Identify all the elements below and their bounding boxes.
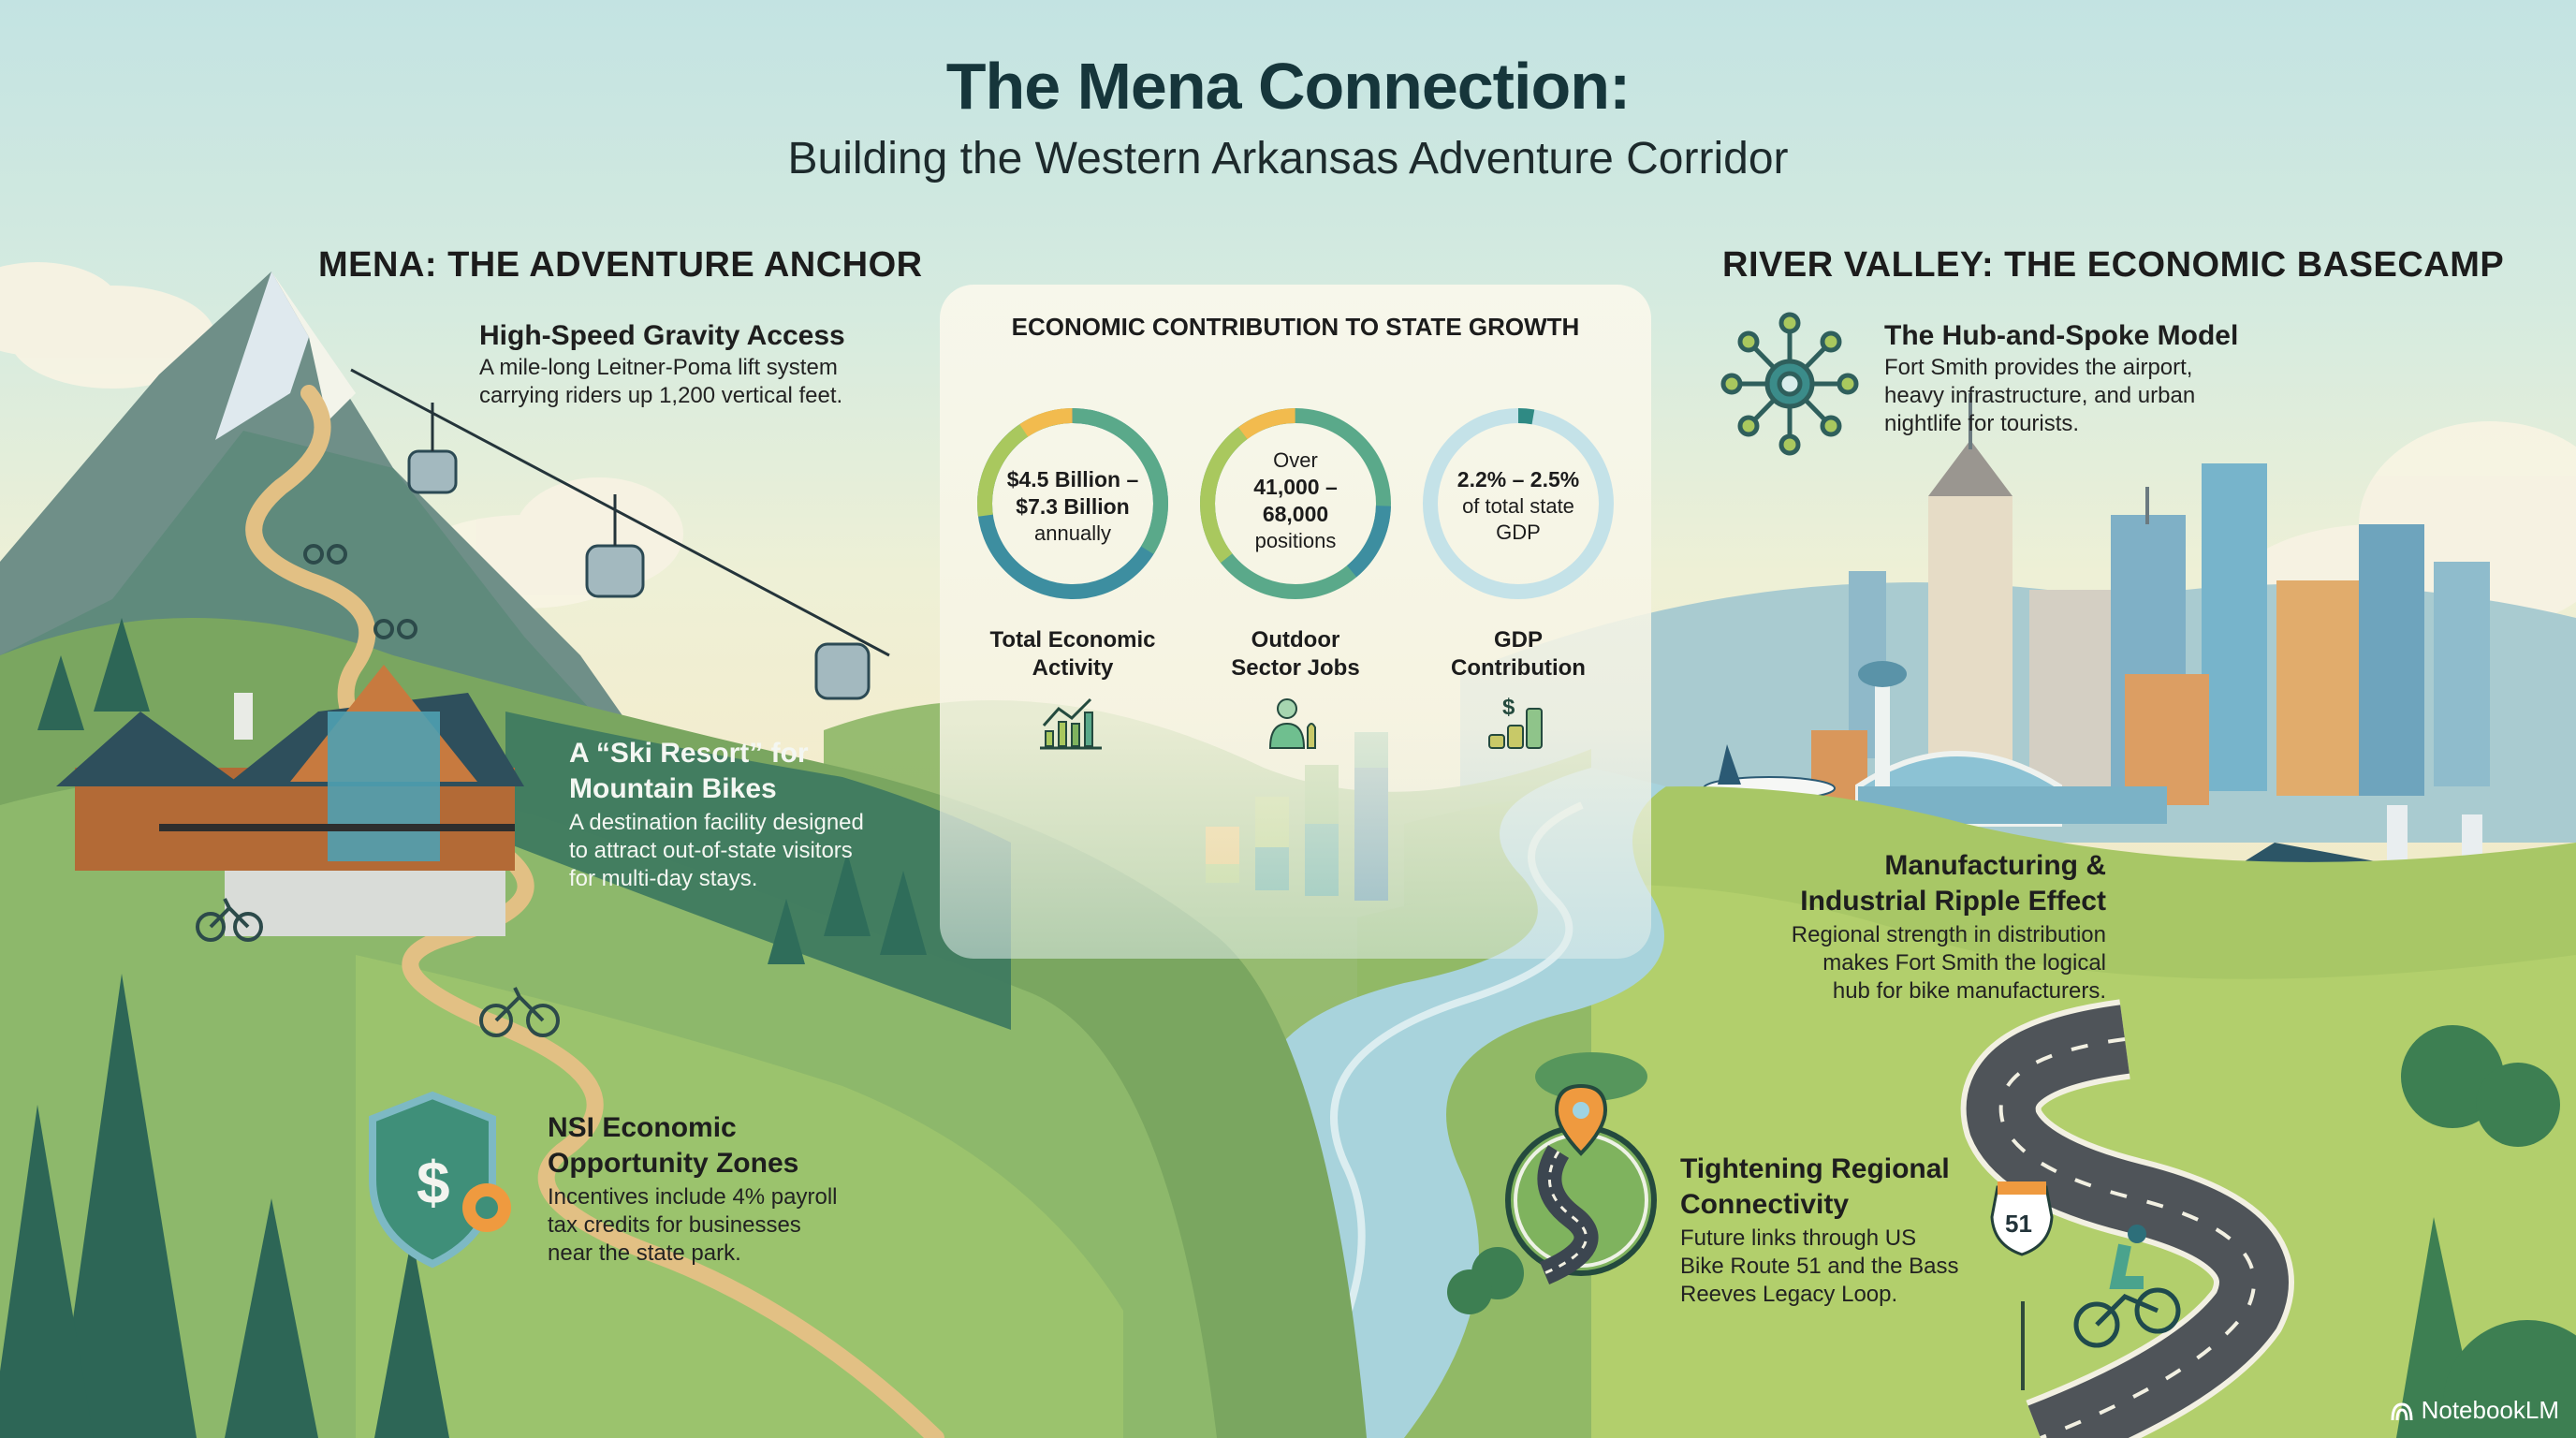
bike-route-road-icon — [1960, 999, 2294, 1438]
dollar-coins-icon: $ — [1488, 695, 1543, 749]
stat-value: Over 41,000 – 68,000 positions — [1253, 448, 1338, 552]
feature-body: Fort Smith provides the airport, heavy i… — [1884, 355, 2196, 436]
stat-value: $4.5 Billion – $7.3 Billion annually — [1006, 467, 1139, 545]
pine-trees-icon — [0, 618, 449, 1438]
svg-text:51: 51 — [2005, 1210, 2032, 1238]
panel-heading: ECONOMIC CONTRIBUTION TO STATE GROWTH — [1011, 313, 1580, 341]
stat-label: GDP Contribution — [1451, 627, 1586, 681]
stat-gdp-contribution: 2.2% – 2.5% of total state GDP GDP Contr… — [1415, 401, 1621, 758]
feature-title: The Hub-and-Spoke Model — [1884, 320, 2239, 351]
feature-gravity-access: High-Speed Gravity Access A mile-long Le… — [479, 318, 929, 410]
feature-body: A mile-long Leitner-Poma lift system car… — [479, 355, 843, 408]
feature-title: High-Speed Gravity Access — [479, 320, 845, 351]
economic-contribution-panel — [940, 285, 1651, 959]
feature-hub-spoke: The Hub-and-Spoke Model Fort Smith provi… — [1884, 318, 2315, 438]
left-section-heading: MENA: THE ADVENTURE ANCHOR — [318, 245, 923, 285]
page-subtitle: Building the Western Arkansas Adventure … — [787, 134, 1789, 183]
feature-nsi-zones: NSI Economic Opportunity Zones Incentive… — [548, 1110, 903, 1268]
cyclist-icon — [2073, 1225, 2181, 1348]
route-51-sign-icon: 51 — [1990, 1181, 2054, 1390]
lodge-icon — [56, 665, 524, 936]
map-pin-road-icon — [1505, 1083, 1657, 1284]
shield-dollar-gear-icon: $ — [369, 1091, 511, 1269]
stat-economic-activity: $4.5 Billion – $7.3 Billion annually Tot… — [970, 401, 1176, 756]
feature-body: A destination facility designed to attra… — [569, 810, 864, 891]
feature-title: A “Ski Resort” for Mountain Bikes — [569, 738, 809, 804]
stat-label: Total Economic Activity — [989, 627, 1156, 681]
svg-text:$: $ — [1502, 695, 1515, 720]
worker-icon — [1268, 698, 1316, 749]
feature-body: Incentives include 4% payroll tax credit… — [548, 1184, 838, 1266]
gondola-lift-icon — [350, 368, 890, 700]
donut-ring-icon — [1200, 408, 1391, 599]
feature-title: Manufacturing & Industrial Ripple Effect — [1800, 850, 2106, 917]
feature-title: NSI Economic Opportunity Zones — [548, 1112, 799, 1179]
donut-ring-icon — [977, 408, 1168, 599]
feature-body: Regional strength in distribution makes … — [1791, 922, 2106, 1004]
feature-body: Future links through US Bike Route 51 an… — [1680, 1225, 1959, 1307]
hub-spoke-icon — [1720, 312, 1859, 456]
stat-outdoor-jobs: Over 41,000 – 68,000 positions Outdoor S… — [1193, 401, 1398, 756]
growth-chart-icon — [1040, 697, 1102, 750]
feature-manufacturing: Manufacturing & Industrial Ripple Effect… — [1713, 848, 2106, 1005]
donut-ring-icon — [1423, 408, 1614, 599]
notebooklm-logo-icon — [2391, 1401, 2413, 1420]
feature-title: Tightening Regional Connectivity — [1680, 1153, 1950, 1220]
stat-label: Outdoor Sector Jobs — [1231, 627, 1360, 681]
notebooklm-watermark: NotebookLM — [2390, 1396, 2559, 1425]
right-section-heading: RIVER VALLEY: THE ECONOMIC BASECAMP — [1722, 245, 2505, 285]
svg-text:$: $ — [417, 1149, 450, 1216]
feature-ski-resort: A “Ski Resort” for Mountain Bikes A dest… — [569, 736, 944, 893]
page-title: The Mena Connection: — [945, 50, 1632, 123]
bicycle-icon — [196, 544, 560, 1037]
city-skyline-icon — [1703, 393, 2490, 827]
stat-value: 2.2% – 2.5% of total state GDP — [1456, 467, 1580, 544]
feature-connectivity: Tightening Regional Connectivity Future … — [1680, 1152, 2017, 1309]
